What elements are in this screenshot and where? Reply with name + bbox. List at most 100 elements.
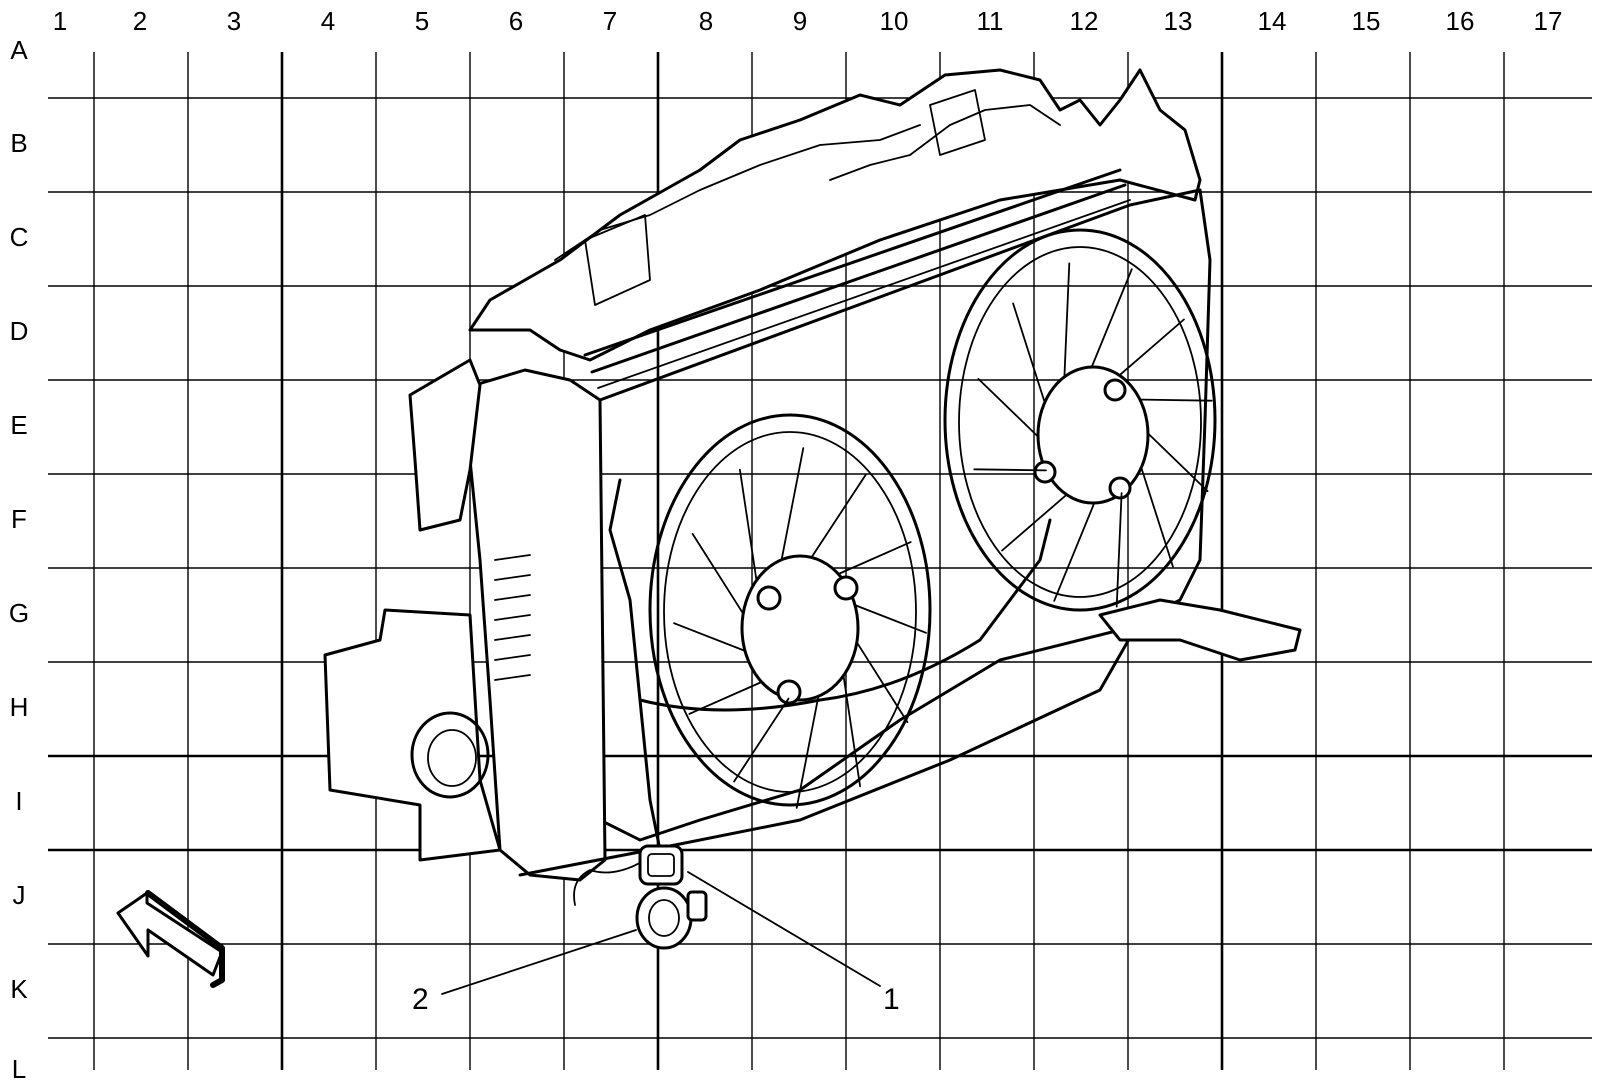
radiator-fan-module	[323, 68, 1302, 995]
lower-hose-outlet-inner	[427, 729, 477, 787]
shroud-bracket	[929, 89, 986, 156]
column-label: 13	[1164, 6, 1193, 36]
callout-number-1: 1	[883, 983, 900, 1016]
row-label: C	[10, 222, 29, 252]
row-label: D	[10, 316, 29, 346]
fan-spoke	[1012, 302, 1046, 404]
lower-hose-outlet	[410, 711, 490, 799]
fan-spoke	[855, 641, 909, 723]
wiring-harness	[608, 478, 662, 852]
fan-spoke	[1139, 398, 1213, 402]
tank-rib	[494, 574, 531, 581]
fan-spoke	[1118, 318, 1185, 377]
column-label: 1	[53, 6, 67, 36]
left-side-bracket	[408, 358, 482, 532]
column-label: 10	[880, 6, 909, 36]
right-fan	[943, 228, 1217, 612]
fan-spoke	[977, 378, 1039, 438]
hub-bolt	[833, 575, 859, 601]
column-label: 12	[1070, 6, 1099, 36]
right-fan-ring	[943, 228, 1217, 612]
fan-spoke	[739, 468, 758, 582]
fan-spoke	[795, 695, 820, 809]
column-label: 16	[1446, 6, 1475, 36]
radiator-upper-rail	[590, 183, 1127, 374]
tank-rib	[494, 674, 531, 681]
row-label: E	[10, 410, 27, 440]
fan-spoke	[780, 447, 805, 561]
tank-rib	[494, 634, 531, 641]
hub-bolt	[756, 585, 782, 611]
connector-2-tab	[686, 890, 708, 922]
left-fan-ring	[648, 413, 932, 807]
fan-spoke	[1053, 502, 1096, 602]
right-fan-spokes	[973, 262, 1213, 608]
tank-rib	[494, 654, 531, 661]
fan-spoke	[1001, 493, 1068, 552]
connector-2-face	[648, 899, 680, 937]
fan-connector-2	[635, 886, 708, 950]
row-label: K	[10, 974, 28, 1004]
fan-spoke	[673, 622, 746, 652]
hub-bolt	[776, 679, 802, 705]
column-label: 15	[1352, 6, 1381, 36]
row-label: G	[9, 598, 29, 628]
row-label: H	[10, 692, 29, 722]
tank-rib	[494, 594, 531, 601]
column-labels: 1 2 3 4 5 6 7 8 9 10 11 12 13 14 15 16 1…	[53, 6, 1563, 36]
front-direction-arrow-icon	[116, 890, 225, 988]
connector-1-face	[647, 853, 675, 877]
left-fan	[648, 413, 932, 809]
hub-bolt	[1033, 460, 1057, 484]
hub-bolt	[1108, 476, 1132, 500]
radiator-upper-rail	[597, 199, 1131, 389]
fan-spoke	[1063, 262, 1071, 378]
connector-2-body	[635, 886, 693, 950]
fan-connector-1	[638, 844, 684, 886]
column-label: 3	[227, 6, 241, 36]
row-labels: A B C D E F G H I J K L	[9, 35, 29, 1084]
column-label: 2	[133, 6, 147, 36]
hub-bolt	[1103, 378, 1127, 402]
lower-air-deflector	[323, 608, 502, 862]
fan-spoke	[837, 541, 912, 575]
column-label: 11	[977, 6, 1004, 36]
column-label: 17	[1534, 6, 1563, 36]
connector-1-body	[638, 844, 684, 886]
column-label: 7	[603, 6, 617, 36]
fan-spoke	[1090, 268, 1133, 368]
wiring-harness	[638, 518, 1052, 712]
tank-rib	[494, 614, 531, 621]
fan-spoke	[854, 604, 927, 634]
fan-spoke	[1115, 492, 1123, 608]
callout-2-leader	[441, 929, 637, 995]
fan-spoke	[810, 473, 867, 559]
fan-spoke	[1147, 432, 1209, 492]
shroud-rib	[829, 104, 1061, 181]
column-label: 14	[1258, 6, 1287, 36]
row-label: L	[12, 1054, 26, 1084]
column-label: 6	[509, 6, 523, 36]
column-label: 5	[415, 6, 429, 36]
shroud-bracket	[584, 214, 651, 306]
fan-spoke	[733, 697, 790, 783]
row-label: J	[13, 880, 26, 910]
callout-1-leader	[687, 871, 881, 987]
fan-spoke	[973, 468, 1047, 472]
right-fan-hub	[1036, 365, 1150, 505]
tank-rib	[494, 554, 531, 561]
fan-spoke	[1140, 466, 1174, 568]
left-end-tank	[468, 368, 607, 882]
arrow-shadow	[145, 890, 225, 988]
right-lower-bracket	[1098, 598, 1302, 662]
radiator-upper-rail	[583, 168, 1122, 357]
row-label: I	[15, 786, 22, 816]
shroud-rib	[554, 124, 921, 261]
column-label: 9	[793, 6, 807, 36]
callout-number-2: 2	[412, 983, 429, 1016]
row-label: B	[10, 128, 27, 158]
lower-support-rail	[518, 618, 1142, 877]
fan-spoke	[691, 533, 745, 615]
column-label: 8	[699, 6, 713, 36]
